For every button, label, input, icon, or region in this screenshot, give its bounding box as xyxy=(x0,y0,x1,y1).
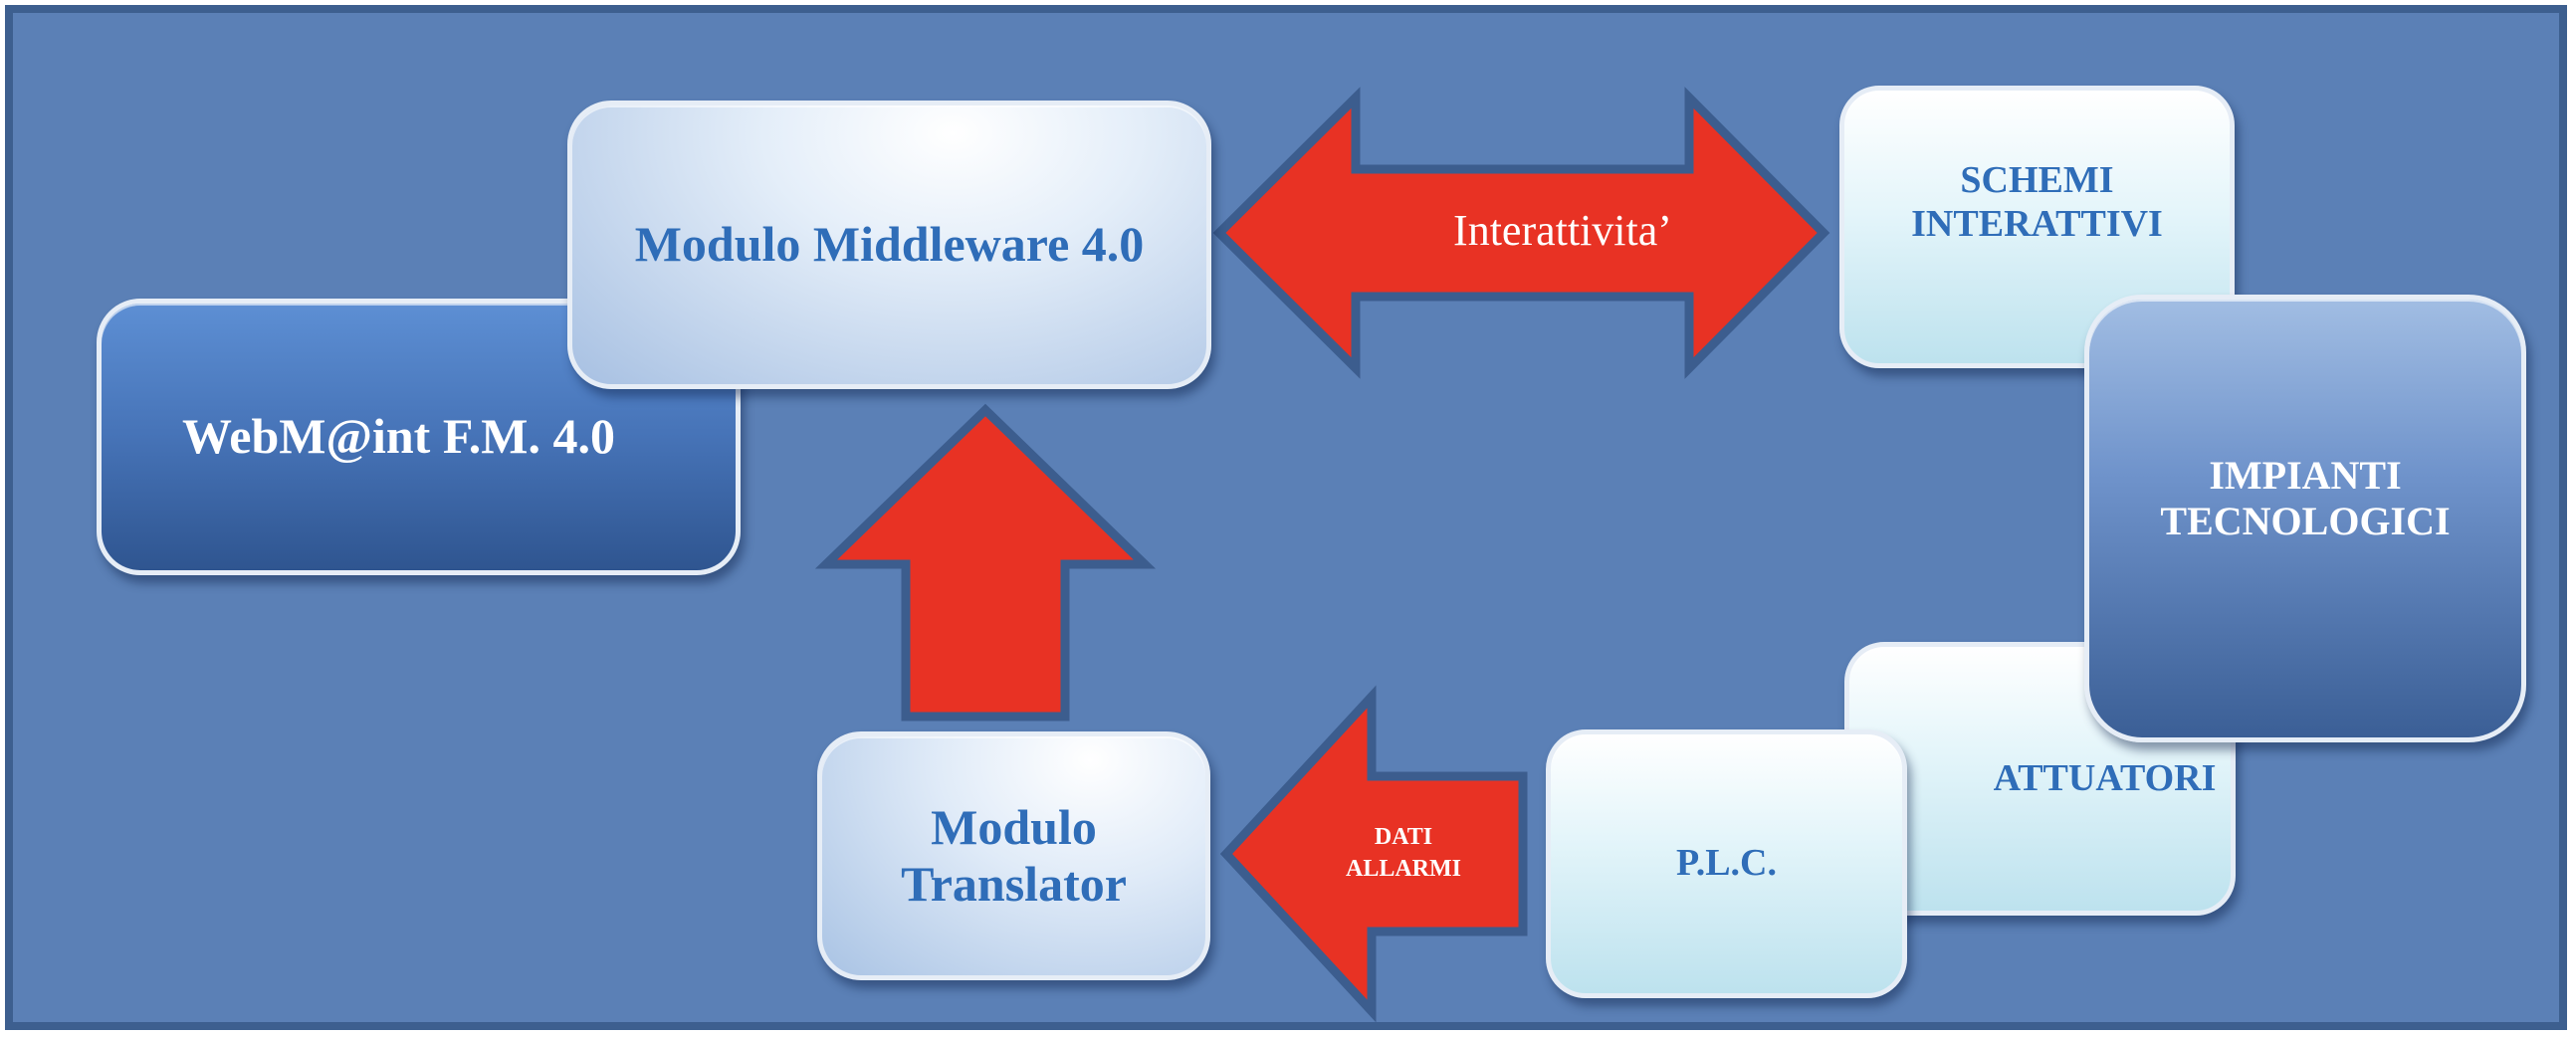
impianti-tecnologici-box: IMPIANTI TECNOLOGICI xyxy=(2084,295,2526,742)
schemi-label-line1: SCHEMI xyxy=(1960,159,2114,202)
attuatori-box: ATTUATORI xyxy=(1844,642,2236,916)
plc-label: P.L.C. xyxy=(1675,842,1777,885)
dati-allarmi-left-arrow xyxy=(1219,685,1528,1023)
up-arrow xyxy=(814,403,1157,722)
interattivita-double-arrow xyxy=(1212,87,1830,379)
impianti-label-line1: IMPIANTI xyxy=(2209,453,2402,498)
allarmi-label: ALLARMI xyxy=(1345,856,1461,883)
modulo-middleware-box: Modulo Middleware 4.0 xyxy=(567,101,1211,389)
attuatori-label: ATTUATORI xyxy=(1993,756,2217,799)
modulo-translator-box: Modulo Translator xyxy=(817,731,1210,980)
dati-label: DATI xyxy=(1374,824,1433,850)
translator-label-line1: Modulo xyxy=(931,798,1097,855)
schemi-label-line2: INTERATTIVI xyxy=(1911,203,2163,245)
middleware-label: Modulo Middleware 4.0 xyxy=(634,216,1145,273)
plc-box: P.L.C. xyxy=(1546,729,1907,998)
dati-allarmi-label: DATI ALLARMI xyxy=(1294,821,1513,886)
interattivita-label: Interattivita’ xyxy=(1453,206,1672,255)
webmaint-label: WebM@int F.M. 4.0 xyxy=(182,408,615,465)
impianti-label-line2: TECNOLOGICI xyxy=(2160,499,2451,543)
translator-label-line2: Translator xyxy=(901,856,1127,912)
